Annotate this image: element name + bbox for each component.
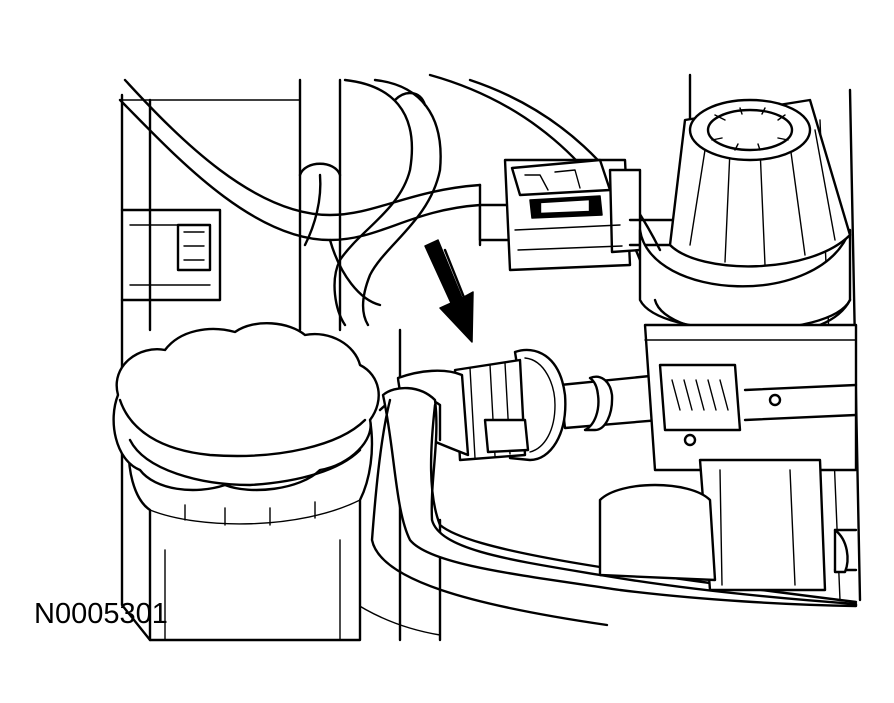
reservoir-cap — [112, 322, 380, 642]
right-side-module — [598, 323, 858, 592]
electrical-connector — [478, 158, 692, 272]
pointer-arrow — [424, 239, 474, 343]
fluted-valve-cap — [638, 98, 852, 337]
figure-id-label: N0005301 — [34, 598, 168, 630]
quick-connect-fitting — [378, 348, 662, 462]
main-hose — [370, 386, 858, 627]
